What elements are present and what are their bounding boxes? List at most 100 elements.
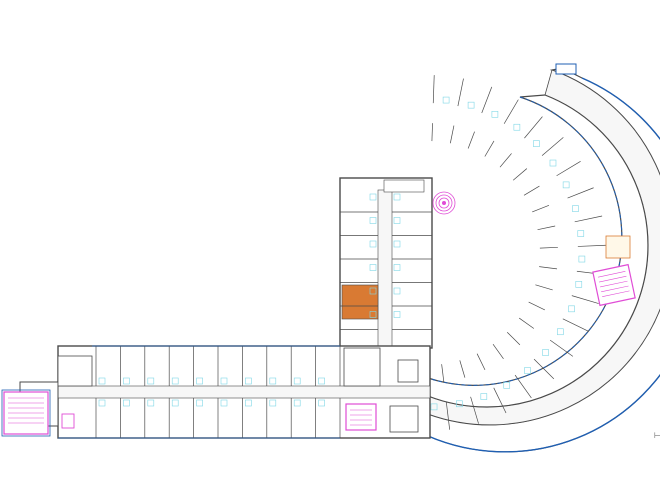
room-divider (537, 225, 556, 231)
bathroom (393, 240, 401, 248)
bathroom (568, 305, 575, 313)
room-divider (528, 301, 545, 311)
room-divider (431, 123, 433, 142)
north-wing-room-dividers (340, 193, 432, 330)
bathroom (369, 264, 377, 271)
bathroom (269, 377, 277, 385)
north-wing (339, 177, 456, 349)
room-divider (539, 266, 558, 270)
curved-wing-outer-glazing (427, 77, 660, 453)
room-divider (432, 75, 435, 104)
room-divider (577, 244, 606, 247)
bathroom (393, 193, 401, 201)
bathroom (369, 287, 377, 295)
room-divider (493, 387, 507, 414)
bathroom (293, 399, 301, 407)
bathroom (549, 159, 557, 167)
room-divider (512, 168, 528, 181)
bathroom (577, 230, 585, 237)
bathroom (147, 399, 155, 407)
service-core-curved (605, 235, 631, 259)
scale-mark: ⊢ (654, 431, 660, 440)
junction-lift (397, 359, 419, 383)
room-divider (556, 161, 581, 177)
bathroom (557, 328, 564, 336)
room-divider (470, 396, 479, 424)
junction-stair-treads (350, 409, 372, 426)
orange-room (341, 284, 379, 320)
room-divider (457, 78, 464, 107)
bathroom (491, 110, 499, 118)
room-divider (562, 318, 589, 332)
junction-core (343, 347, 381, 387)
north-wing-top-core (383, 179, 425, 193)
room-divider (506, 331, 521, 346)
bathroom (318, 377, 325, 385)
room-divider (441, 364, 445, 383)
stair-core-curved (592, 263, 636, 307)
bathroom (171, 377, 179, 385)
room-divider (539, 246, 558, 249)
bathroom (318, 399, 325, 407)
stair-treads-curved (597, 271, 630, 298)
bathroom (430, 403, 438, 411)
room-divider (476, 353, 486, 370)
room-divider (503, 99, 519, 124)
bathroom (369, 217, 377, 224)
bathroom (245, 399, 252, 407)
curved-wing (427, 63, 660, 453)
bathroom (542, 349, 549, 356)
bathroom (171, 399, 179, 407)
main-wing-room-dividers (95, 346, 341, 438)
bathroom (442, 96, 450, 104)
bathroom (456, 400, 463, 408)
room-divider (467, 131, 475, 149)
bathroom (220, 399, 228, 407)
bathroom (369, 240, 377, 248)
west-lift (61, 413, 75, 429)
room-divider (449, 125, 455, 144)
bathroom (393, 217, 401, 224)
room-divider (499, 153, 512, 168)
main-wing-corridor (57, 385, 431, 399)
room-divider (459, 360, 466, 378)
bathroom (269, 399, 277, 407)
room-divider (574, 215, 603, 223)
room-divider (481, 86, 493, 114)
bathroom (575, 281, 583, 288)
bathroom (147, 377, 155, 385)
bathroom (467, 101, 475, 109)
bathroom (98, 399, 106, 407)
bathroom (393, 311, 401, 318)
junction-service (389, 405, 419, 433)
room-divider (523, 185, 540, 196)
bathroom (220, 377, 228, 385)
room-divider (492, 343, 504, 360)
bathroom (513, 123, 521, 131)
room-divider (571, 295, 599, 304)
curved-wing-room-dividers (430, 75, 606, 430)
bathroom (196, 399, 203, 407)
room-divider (567, 187, 594, 199)
room-divider (514, 374, 532, 399)
west-stair-frame (1, 389, 51, 437)
top-end-stair (555, 63, 577, 75)
north-wing-corridor (377, 189, 393, 349)
bathroom (293, 377, 301, 385)
west-stair-treads (8, 397, 44, 424)
bathroom (533, 140, 540, 147)
bathroom (503, 382, 511, 389)
west-service-core (57, 355, 93, 387)
bathroom (393, 264, 401, 271)
room-divider (518, 317, 535, 329)
bathroom (369, 311, 377, 318)
room-divider (541, 137, 564, 156)
bathroom (393, 287, 401, 295)
bathroom (480, 393, 488, 400)
curved-wing-inner-glazing (427, 96, 623, 386)
wifi-icon (432, 191, 456, 215)
bathroom (572, 205, 579, 212)
bathroom (196, 377, 203, 385)
room-divider (484, 140, 495, 157)
